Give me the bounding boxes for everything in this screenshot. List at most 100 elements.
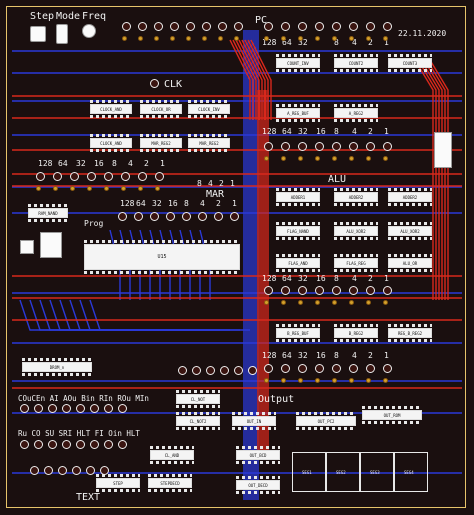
led xyxy=(349,286,358,295)
solder-pad xyxy=(349,300,354,305)
chip-clock-inv: CLOCK_INV xyxy=(188,104,230,114)
led xyxy=(62,440,71,449)
ic-pin-row xyxy=(276,269,320,272)
led xyxy=(234,366,243,375)
chip-mar-reg: MAR_REG2 xyxy=(140,138,182,148)
led xyxy=(298,286,307,295)
freq-potentiometer[interactable] xyxy=(82,24,96,38)
solder-pad xyxy=(281,36,286,41)
led xyxy=(90,440,99,449)
trace xyxy=(241,39,263,120)
led xyxy=(104,440,113,449)
chip-count-inv: COUNT_INV xyxy=(276,58,320,68)
breg-bit-2: 2 xyxy=(368,351,373,360)
led xyxy=(104,404,113,413)
led xyxy=(298,22,307,31)
mar-bit-1: 1 xyxy=(230,179,235,188)
areg-bit-128: 128 xyxy=(262,127,277,136)
trace xyxy=(149,229,161,300)
ic-pin-row xyxy=(388,69,432,72)
led xyxy=(138,22,147,31)
reset-button[interactable] xyxy=(20,240,34,254)
solder-pad xyxy=(87,186,92,191)
seg-display-2: SEG2 xyxy=(326,452,360,492)
led xyxy=(264,22,273,31)
chip-clock-and-2: CLOCK_AND xyxy=(90,138,132,148)
solder-pad xyxy=(36,186,41,191)
trace xyxy=(199,229,211,300)
ic-pin-row xyxy=(28,204,68,207)
ramaddr-bit-128: 128 xyxy=(120,199,135,208)
seg3-label: SEG3 xyxy=(370,470,380,475)
led xyxy=(76,404,85,413)
led xyxy=(366,286,375,295)
areg-bit-32: 32 xyxy=(298,127,308,136)
pc-bit-1: 1 xyxy=(384,38,389,47)
ic-pin-row xyxy=(188,149,230,152)
led xyxy=(281,286,290,295)
trace xyxy=(429,59,449,300)
chip-count2: COUNT2 xyxy=(334,58,378,68)
solder-pad xyxy=(281,156,286,161)
ic-pin-row xyxy=(22,373,92,376)
led xyxy=(20,404,29,413)
ic-pin-row xyxy=(362,421,422,424)
prog-dip-switch[interactable] xyxy=(40,232,62,258)
ic-pin-row xyxy=(276,104,320,107)
seg-display-4: SEG4 xyxy=(394,452,428,492)
solder-pad xyxy=(264,36,269,41)
led xyxy=(220,366,229,375)
led xyxy=(118,212,127,221)
solder-pad xyxy=(264,156,269,161)
led xyxy=(218,22,227,31)
trace xyxy=(189,229,201,300)
led xyxy=(34,404,43,413)
ic-pin-row xyxy=(150,461,194,464)
solder-pad xyxy=(315,156,320,161)
led xyxy=(206,366,215,375)
chip-clock-or: CLOCK_OR xyxy=(140,104,182,114)
led xyxy=(366,142,375,151)
ic-pin-row xyxy=(276,188,320,191)
led xyxy=(383,142,392,151)
ic-pin-row xyxy=(296,427,356,430)
pc-bit-4: 4 xyxy=(352,38,357,47)
led xyxy=(30,466,39,475)
pc-bit-128: 128 xyxy=(262,38,277,47)
ic-pin-row xyxy=(90,100,132,103)
led xyxy=(118,404,127,413)
led xyxy=(315,142,324,151)
ic-pin-row xyxy=(90,149,132,152)
led xyxy=(383,364,392,373)
led xyxy=(264,364,273,373)
ic-pin-row xyxy=(140,134,182,137)
ramaddr-bit-16: 16 xyxy=(168,199,178,208)
step-button[interactable] xyxy=(30,26,46,42)
step-label: Step xyxy=(30,11,55,22)
led xyxy=(315,364,324,373)
seg4-label: SEG4 xyxy=(404,470,414,475)
breg-bit-8: 8 xyxy=(334,351,339,360)
ic-pin-row xyxy=(140,149,182,152)
ic-pin-row xyxy=(90,115,132,118)
ic-pin-row xyxy=(96,489,140,492)
ramaddr-bit-64: 64 xyxy=(136,199,146,208)
ic-pin-row xyxy=(148,489,192,492)
ic-pin-row xyxy=(176,405,220,408)
ic-pin-row xyxy=(388,203,432,206)
led xyxy=(315,22,324,31)
led xyxy=(349,364,358,373)
solder-pad xyxy=(70,186,75,191)
usb-connector[interactable] xyxy=(434,132,452,168)
solder-pad xyxy=(138,36,143,41)
led xyxy=(366,364,375,373)
led xyxy=(315,286,324,295)
mode-switch[interactable] xyxy=(56,24,68,44)
ic-pin-row xyxy=(388,237,432,240)
ic-pin-row xyxy=(276,254,320,257)
mar-bit-4: 4 xyxy=(208,179,213,188)
control-labels-row2: Ru CO SU SRI HLT FI Oin HLT xyxy=(18,429,140,438)
trace xyxy=(179,229,191,300)
alu-bit-32: 32 xyxy=(298,274,308,283)
solder-pad xyxy=(218,36,223,41)
